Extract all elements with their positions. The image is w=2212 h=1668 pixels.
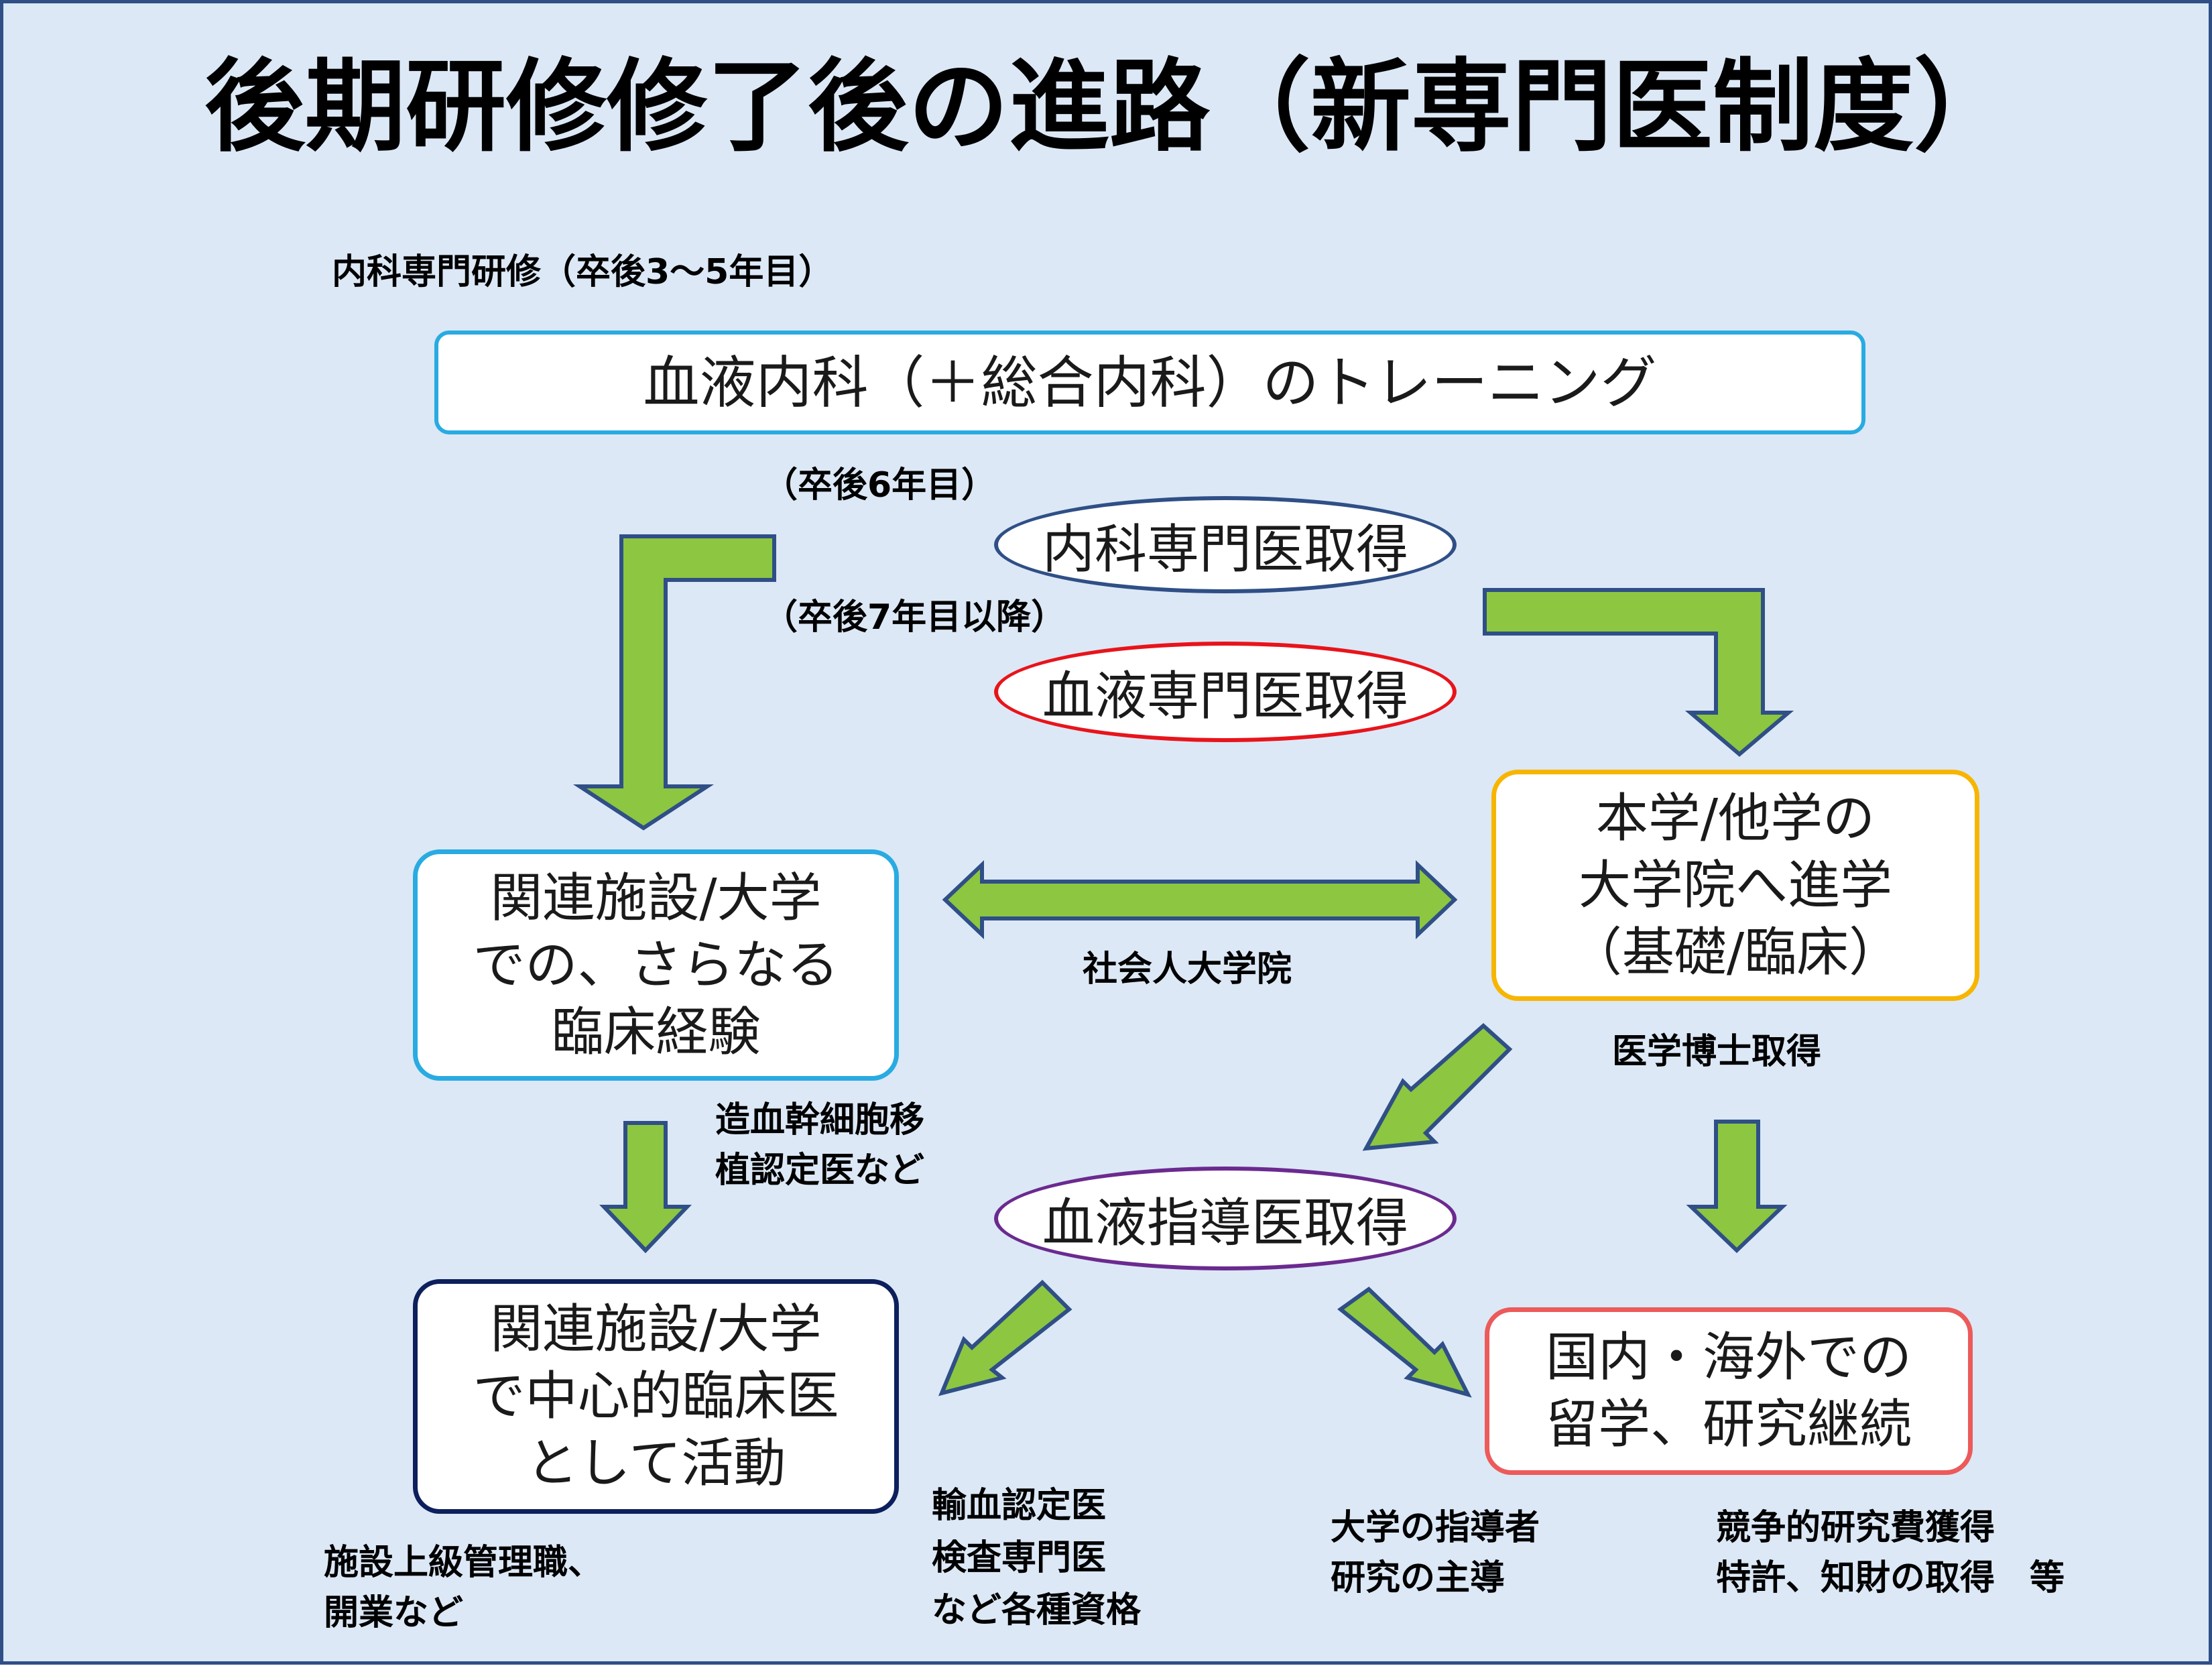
internal-specialist-text: 内科専門医取得 bbox=[1042, 519, 1408, 580]
hematology-instructor-text: 血液指導医取得 bbox=[1042, 1193, 1408, 1254]
training-box-text: 血液内科（＋総合内科）のトレーニング bbox=[643, 349, 1657, 416]
arrow-training-to-clinical bbox=[572, 534, 776, 831]
clinical-experience-line2: での、さらなる bbox=[473, 935, 839, 996]
other-certs-line1: 輸血認定医 bbox=[932, 1486, 1107, 1526]
hematology-specialist-text: 血液専門医取得 bbox=[1042, 666, 1408, 727]
central-clinician-line1: 関連施設/大学 bbox=[490, 1299, 822, 1360]
other-certs-line2: 検査専門医 bbox=[932, 1538, 1107, 1578]
arrow-graduate-to-abroad bbox=[1686, 1120, 1788, 1254]
other-certs-line3: など各種資格 bbox=[932, 1590, 1142, 1630]
clinical-experience-line1: 関連施設/大学 bbox=[490, 868, 822, 929]
internal-training-label: 内科専門研修（卒後3～5年目） bbox=[332, 252, 834, 292]
arrow-graduate-to-instructor bbox=[1362, 1022, 1513, 1151]
clinical-experience-line3: 臨床経験 bbox=[551, 1002, 761, 1063]
clinical-experience-box: 関連施設/大学 での、さらなる 臨床経験 bbox=[413, 849, 899, 1081]
university-leader-line2: 研究の主導 bbox=[1331, 1558, 1506, 1598]
facility-manager-line1: 施設上級管理職、 bbox=[324, 1543, 603, 1583]
transplant-cert-line2: 植認定医など bbox=[715, 1150, 925, 1191]
arrow-instructor-to-abroad bbox=[1337, 1287, 1472, 1398]
graduate-school-line3: （基礎/臨床） bbox=[1569, 922, 1902, 983]
year7-label: （卒後7年目以降） bbox=[763, 597, 1066, 638]
arrow-double-clinical-graduate bbox=[942, 860, 1458, 939]
facility-manager-line2: 開業など bbox=[324, 1593, 464, 1633]
graduate-school-line1: 本学/他学の bbox=[1595, 788, 1876, 849]
phd-label: 医学博士取得 bbox=[1612, 1032, 1822, 1072]
internal-specialist-oval: 内科専門医取得 bbox=[994, 496, 1457, 593]
study-abroad-box: 国内・海外での 留学、研究継続 bbox=[1485, 1307, 1973, 1475]
page-title: 後期研修修了後の進路（新専門医制度） bbox=[204, 49, 2014, 166]
central-clinician-box: 関連施設/大学 で中心的臨床医 として活動 bbox=[413, 1279, 899, 1514]
year6-label: （卒後6年目） bbox=[763, 465, 997, 505]
central-clinician-line3: として活動 bbox=[526, 1433, 786, 1494]
arrow-instructor-to-central bbox=[938, 1279, 1072, 1396]
study-abroad-line2: 留学、研究継続 bbox=[1545, 1394, 1912, 1455]
transplant-cert-line1: 造血幹細胞移 bbox=[715, 1100, 925, 1140]
hematology-instructor-oval: 血液指導医取得 bbox=[994, 1167, 1457, 1270]
flow-arrows bbox=[572, 534, 1794, 1398]
study-abroad-line1: 国内・海外での bbox=[1545, 1327, 1912, 1388]
arrow-to-graduate-school bbox=[1483, 588, 1794, 757]
hematology-specialist-oval: 血液専門医取得 bbox=[994, 642, 1457, 742]
training-box: 血液内科（＋総合内科）のトレーニング bbox=[434, 331, 1865, 434]
arrow-clinical-to-central bbox=[599, 1121, 692, 1254]
research-funding-line1: 競争的研究費獲得 bbox=[1716, 1508, 1995, 1548]
working-grad-school-label: 社会人大学院 bbox=[1083, 949, 1292, 990]
graduate-school-box: 本学/他学の 大学院へ進学 （基礎/臨床） bbox=[1491, 770, 1979, 1001]
university-leader-line1: 大学の指導者 bbox=[1331, 1508, 1540, 1548]
central-clinician-line2: で中心的臨床医 bbox=[473, 1366, 839, 1427]
research-funding-line2: 特許、知財の取得 等 bbox=[1716, 1558, 2065, 1598]
graduate-school-line2: 大学院へ進学 bbox=[1578, 855, 1892, 916]
